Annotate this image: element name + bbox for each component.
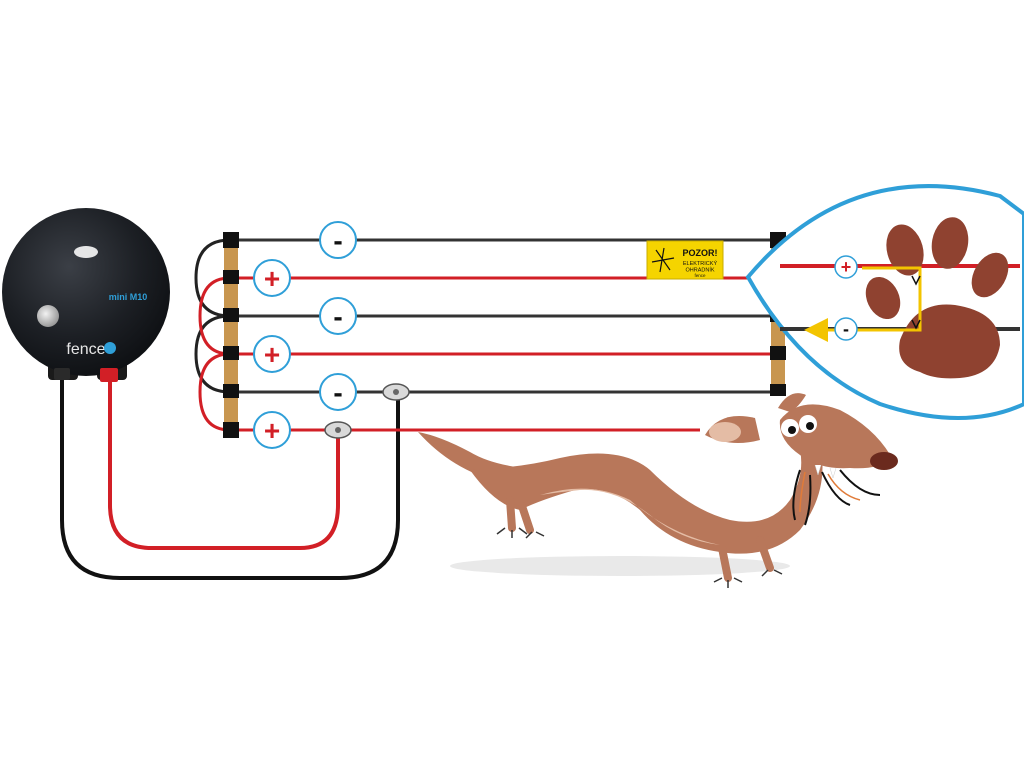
current-path (804, 266, 922, 342)
svg-text:-: - (333, 225, 342, 256)
marten-animal-illustration (418, 393, 898, 588)
ground-clamp (382, 383, 410, 401)
plus-symbol: + (834, 255, 858, 279)
brand-logo-dot (104, 342, 116, 354)
svg-text:+: + (264, 339, 280, 370)
ground-cable (60, 378, 400, 580)
svg-text:mini M10: mini M10 (109, 292, 148, 302)
feed-cables (60, 378, 400, 580)
shadow (450, 556, 790, 576)
svg-text:OHRADNÍK: OHRADNÍK (685, 267, 714, 274)
svg-text:-: - (843, 319, 849, 339)
warning-sign: POZOR! ELEKTRICKÝ OHRADNÍK fence (646, 240, 724, 280)
svg-text:-: - (333, 301, 342, 332)
svg-text:fence: fence (694, 273, 706, 278)
fence-energizer: mini M10 fence (2, 208, 170, 382)
live-clamp (324, 421, 352, 439)
plus-symbol: + (253, 259, 291, 297)
svg-text:ELEKTRICKÝ: ELEKTRICKÝ (683, 260, 718, 267)
svg-text:fence: fence (66, 341, 105, 358)
left-post (223, 232, 239, 438)
connection-clamps (324, 383, 410, 439)
paw-icon (865, 217, 1009, 379)
ground-terminal (54, 368, 70, 380)
control-knob (37, 305, 59, 327)
plus-symbol: + (253, 335, 291, 373)
paw-callout: + - (745, 184, 1024, 420)
minus-symbol: - (319, 373, 357, 411)
svg-text:POZOR!: POZOR! (683, 248, 718, 258)
svg-text:-: - (333, 377, 342, 408)
svg-text:+: + (841, 257, 852, 277)
minus-symbol: - (319, 297, 357, 335)
plus-symbol: + (253, 411, 291, 449)
polarity-symbols: - + - + - + (253, 221, 357, 449)
live-cable (108, 378, 340, 550)
minus-symbol: - (834, 317, 858, 341)
status-led (74, 246, 98, 258)
live-terminal (100, 368, 118, 382)
minus-symbol: - (319, 221, 357, 259)
jumper-loops (194, 238, 231, 432)
svg-text:+: + (264, 263, 280, 294)
lightning-icon (651, 247, 675, 273)
svg-text:+: + (264, 415, 280, 446)
